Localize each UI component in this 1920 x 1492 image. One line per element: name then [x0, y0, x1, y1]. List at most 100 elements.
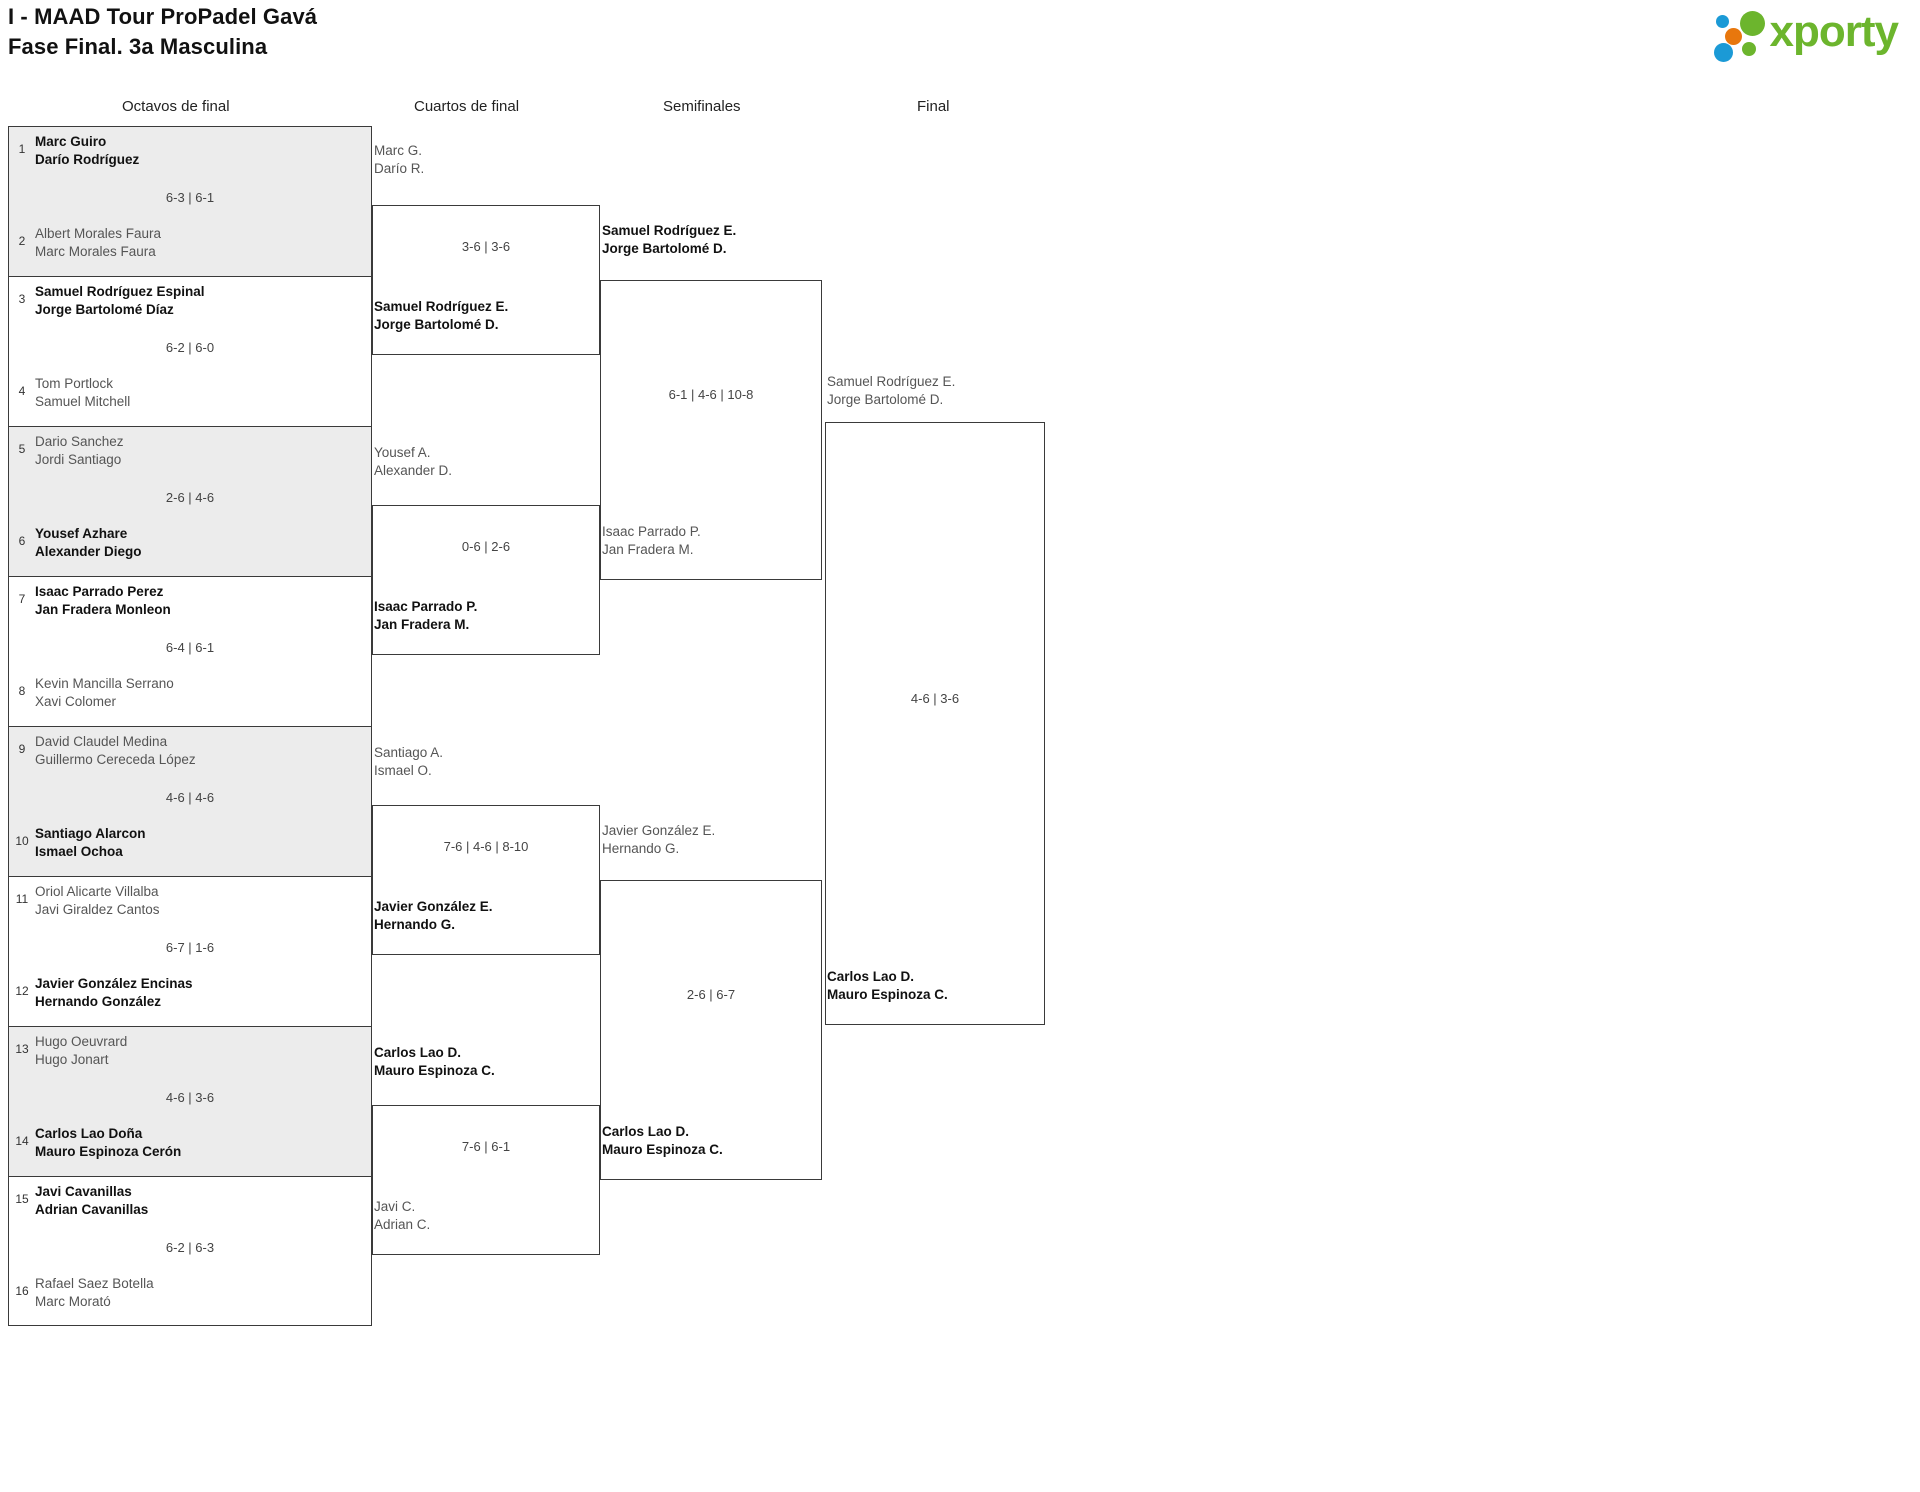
- player-1: Dario Sanchez: [35, 434, 124, 449]
- player-2: Darío Rodríguez: [35, 152, 140, 167]
- team-names: Tom Portlock Samuel Mitchell: [35, 375, 130, 411]
- match-entry-bottom: 14 Carlos Lao Doña Mauro Espinoza Cerón: [9, 1125, 371, 1161]
- match-score: 6-2 | 6-3: [165, 1240, 215, 1255]
- seed-number: 7: [18, 592, 26, 606]
- round-heading-semifinales: Semifinales: [663, 98, 741, 115]
- player-1: Carlos Lao Doña: [35, 1126, 143, 1141]
- tournament-phase: Fase Final. 3a Masculina: [8, 34, 268, 59]
- player-1: Hugo Oeuvrard: [35, 1034, 128, 1049]
- team-names: Albert Morales Faura Marc Morales Faura: [35, 225, 161, 261]
- player-2: Marc Morales Faura: [35, 244, 156, 259]
- player-1: Isaac Parrado P.: [602, 524, 701, 539]
- player-2: Jorge Bartolomé D.: [602, 241, 727, 256]
- player-2: Darío R.: [374, 161, 425, 176]
- final-top-team: Samuel Rodríguez E. Jorge Bartolomé D.: [827, 373, 955, 409]
- team-names: Javier González Encinas Hernando Gonzále…: [35, 975, 193, 1011]
- seed-number: 11: [15, 892, 29, 906]
- match-entry-bottom: 16 Rafael Saez Botella Marc Morató: [9, 1275, 371, 1311]
- match-score: 6-4 | 6-1: [165, 640, 215, 655]
- player-1: Isaac Parrado P.: [374, 599, 478, 614]
- match-score: 4-6 | 3-6: [910, 691, 960, 706]
- seed-number: 4: [18, 384, 26, 398]
- player-1: David Claudel Medina: [35, 734, 168, 749]
- match-card-r1-4[interactable]: 7 Isaac Parrado Perez Jan Fradera Monleo…: [8, 576, 372, 726]
- match-score: 2-6 | 4-6: [165, 490, 215, 505]
- round-heading-cuartos: Cuartos de final: [414, 98, 520, 115]
- seed-number: 3: [18, 292, 26, 306]
- player-1: Kevin Mancilla Serrano: [35, 676, 174, 691]
- player-1: Rafael Saez Botella: [35, 1276, 154, 1291]
- player-1: Marc G.: [374, 143, 423, 158]
- match-card-r1-7[interactable]: 13 Hugo Oeuvrard Hugo Jonart 4-6 | 3-6 1…: [8, 1026, 372, 1176]
- player-2: Hernando González: [35, 994, 162, 1009]
- team-names: Isaac Parrado Perez Jan Fradera Monleon: [35, 583, 171, 619]
- player-1: Santiago Alarcon: [35, 826, 146, 841]
- player-1: Carlos Lao D.: [827, 969, 915, 984]
- match-entry-bottom: 8 Kevin Mancilla Serrano Xavi Colomer: [9, 675, 371, 711]
- logo-dots-icon: [1713, 9, 1766, 62]
- match-score: 6-1 | 4-6 | 10-8: [668, 387, 754, 402]
- player-2: Ismael O.: [374, 763, 432, 778]
- match-card-r2-1[interactable]: 3-6 | 3-6: [372, 205, 600, 355]
- logo-wordmark: xporty: [1769, 7, 1899, 56]
- qf1-top-team: Marc G. Darío R.: [374, 142, 424, 178]
- match-card-r1-1[interactable]: 1 Marc Guiro Darío Rodríguez 6-3 | 6-1 2…: [8, 126, 372, 276]
- player-2: Jordi Santiago: [35, 452, 122, 467]
- tournament-name: I - MAAD Tour ProPadel Gavá: [8, 4, 318, 29]
- match-score: 4-6 | 4-6: [165, 790, 215, 805]
- player-1: Javi C.: [374, 1199, 416, 1214]
- seed-number: 15: [15, 1192, 29, 1206]
- team-names: Javi Cavanillas Adrian Cavanillas: [35, 1183, 148, 1219]
- seed-number: 16: [15, 1284, 29, 1298]
- team-names: David Claudel Medina Guillermo Cereceda …: [35, 733, 196, 769]
- match-entry-top: 11 Oriol Alicarte Villalba Javi Giraldez…: [9, 883, 371, 919]
- seed-number: 5: [18, 442, 26, 456]
- match-card-r2-3[interactable]: 7-6 | 4-6 | 8-10: [372, 805, 600, 955]
- match-card-r1-2[interactable]: 3 Samuel Rodríguez Espinal Jorge Bartolo…: [8, 276, 372, 426]
- team-names: Santiago Alarcon Ismael Ochoa: [35, 825, 146, 861]
- player-1: Carlos Lao D.: [602, 1124, 690, 1139]
- seed-number: 14: [15, 1134, 29, 1148]
- player-2: Marc Morató: [35, 1294, 111, 1309]
- match-score: 6-2 | 6-0: [165, 340, 215, 355]
- match-card-r1-6[interactable]: 11 Oriol Alicarte Villalba Javi Giraldez…: [8, 876, 372, 1026]
- match-card-r3-2[interactable]: 2-6 | 6-7: [600, 880, 822, 1180]
- match-entry-bottom: 4 Tom Portlock Samuel Mitchell: [9, 375, 371, 411]
- player-2: Hugo Jonart: [35, 1052, 109, 1067]
- match-score: 6-7 | 1-6: [165, 940, 215, 955]
- match-card-r1-8[interactable]: 15 Javi Cavanillas Adrian Cavanillas 6-2…: [8, 1176, 372, 1326]
- player-2: Javi Giraldez Cantos: [35, 902, 160, 917]
- player-2: Jorge Bartolomé D.: [374, 317, 499, 332]
- sf2-top-team: Javier González E. Hernando G.: [602, 822, 715, 858]
- player-2: Alexander Diego: [35, 544, 142, 559]
- player-1: Javier González E.: [602, 823, 716, 838]
- qf4-bottom-team: Javi C. Adrian C.: [374, 1198, 430, 1234]
- match-entry-top: 7 Isaac Parrado Perez Jan Fradera Monleo…: [9, 583, 371, 619]
- player-1: Yousef A.: [374, 445, 431, 460]
- match-entry-top: 1 Marc Guiro Darío Rodríguez: [9, 133, 371, 169]
- match-card-r2-2[interactable]: 0-6 | 2-6: [372, 505, 600, 655]
- match-entry-bottom: 2 Albert Morales Faura Marc Morales Faur…: [9, 225, 371, 261]
- match-entry-top: 3 Samuel Rodríguez Espinal Jorge Bartolo…: [9, 283, 371, 319]
- match-card-r2-4[interactable]: 7-6 | 6-1: [372, 1105, 600, 1255]
- team-names: Samuel Rodríguez Espinal Jorge Bartolomé…: [35, 283, 205, 319]
- player-1: Samuel Rodríguez Espinal: [35, 284, 205, 299]
- player-2: Adrian Cavanillas: [35, 1202, 149, 1217]
- seed-number: 8: [18, 684, 26, 698]
- match-card-r3-1[interactable]: 6-1 | 4-6 | 10-8: [600, 280, 822, 580]
- match-card-r1-5[interactable]: 9 David Claudel Medina Guillermo Cereced…: [8, 726, 372, 876]
- xporty-logo[interactable]: xporty: [1713, 6, 1899, 62]
- qf2-top-team: Yousef A. Alexander D.: [374, 444, 452, 480]
- team-names: Kevin Mancilla Serrano Xavi Colomer: [35, 675, 174, 711]
- player-2: Jan Fradera M.: [374, 617, 470, 632]
- player-2: Mauro Espinoza C.: [602, 1142, 723, 1157]
- match-score: 6-3 | 6-1: [165, 190, 215, 205]
- match-card-r4-1[interactable]: 4-6 | 3-6: [825, 422, 1045, 1025]
- player-2: Mauro Espinoza C.: [827, 987, 948, 1002]
- sf1-top-team: Samuel Rodríguez E. Jorge Bartolomé D.: [602, 222, 736, 258]
- player-2: Jorge Bartolomé Díaz: [35, 302, 174, 317]
- final-bottom-team: Carlos Lao D. Mauro Espinoza C.: [827, 968, 948, 1004]
- match-card-r1-3[interactable]: 5 Dario Sanchez Jordi Santiago 2-6 | 4-6…: [8, 426, 372, 576]
- player-1: Carlos Lao D.: [374, 1045, 462, 1060]
